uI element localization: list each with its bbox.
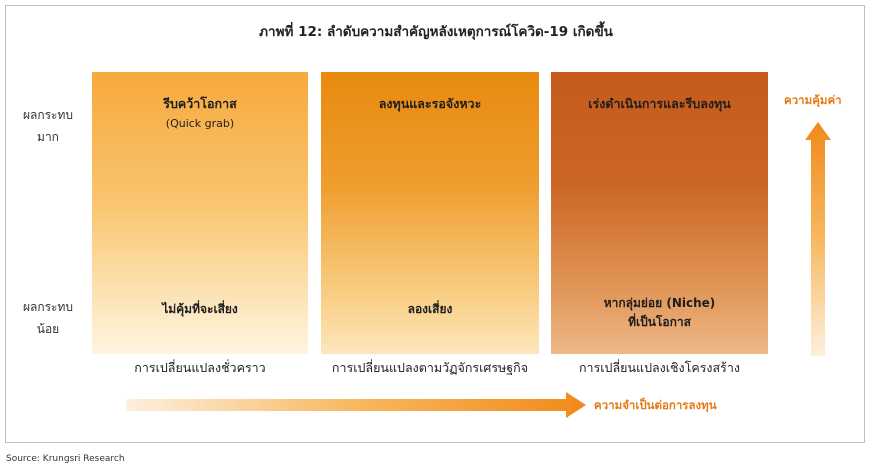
panel-structural-change: เร่งดำเนินการและรีบลงทุน หากลุ่มย่อย (Ni… (551, 72, 768, 354)
panel-1-top-subtitle: (Quick grab) (165, 117, 235, 130)
figure-title: ภาพที่ 12: ลำดับความสำคัญหลังเหตุการณ์โค… (259, 24, 613, 40)
panel-cyclical-change: ลงทุนและรอจังหวะ ลองเสี่ยง (321, 72, 539, 354)
panel-1-bottom: ไม่คุ้มที่จะเสี่ยง (92, 300, 308, 319)
panel-3-top-title: เร่งดำเนินการและรีบลงทุน (588, 96, 731, 111)
row-label-low-line-1: ผลกระทบ (22, 300, 74, 314)
source-note: Source: Krungsri Research (6, 454, 125, 464)
panel-1-bottom-line-1: ไม่คุ้มที่จะเสี่ยง (162, 302, 238, 316)
panel-3-bottom: หากลุ่มย่อย (Niche) ที่เป็นโอกาส (551, 294, 768, 332)
panel-3-top: เร่งดำเนินการและรีบลงทุน (551, 94, 768, 114)
column-label-cyclical: การเปลี่ยนแปลงตามวัฏจักรเศรษฐกิจ (331, 360, 529, 375)
panel-3-bottom-line-2: ที่เป็นโอกาส (628, 315, 691, 329)
column-label-temporary: การเปลี่ยนแปลงชั่วคราว (134, 360, 266, 375)
figure-frame: ภาพที่ 12: ลำดับความสำคัญหลังเหตุการณ์โค… (5, 5, 865, 443)
panel-temporary-change: รีบคว้าโอกาส (Quick grab) ไม่คุ้มที่จะเส… (92, 72, 308, 354)
panel-2-bottom-line-1: ลองเสี่ยง (407, 302, 453, 316)
row-label-low-line-2: น้อย (36, 322, 60, 336)
column-label-structural: การเปลี่ยนแปลงเชิงโครงสร้าง (578, 360, 740, 375)
row-label-high-impact: ผลกระทบ มาก (18, 104, 78, 148)
investment-necessity-label: ความจำเป็นต่อการลงทุน (594, 398, 717, 412)
row-label-low-impact: ผลกระทบ น้อย (18, 296, 78, 340)
panel-2-bottom: ลองเสี่ยง (321, 300, 539, 319)
panel-2-top: ลงทุนและรอจังหวะ (321, 94, 539, 114)
row-label-high-line-2: มาก (37, 130, 59, 144)
row-label-high-line-1: ผลกระทบ (22, 108, 74, 122)
panel-2-top-title: ลงทุนและรอจังหวะ (378, 96, 482, 111)
panel-1-top-title: รีบคว้าโอกาส (163, 96, 237, 111)
panel-1-top: รีบคว้าโอกาส (Quick grab) (92, 94, 308, 134)
investment-necessity-arrow-icon (126, 392, 586, 418)
value-arrow-icon (805, 122, 831, 356)
value-label: ความคุ้มค่า (784, 93, 842, 107)
panel-3-bottom-line-1: หากลุ่มย่อย (Niche) (603, 296, 716, 310)
